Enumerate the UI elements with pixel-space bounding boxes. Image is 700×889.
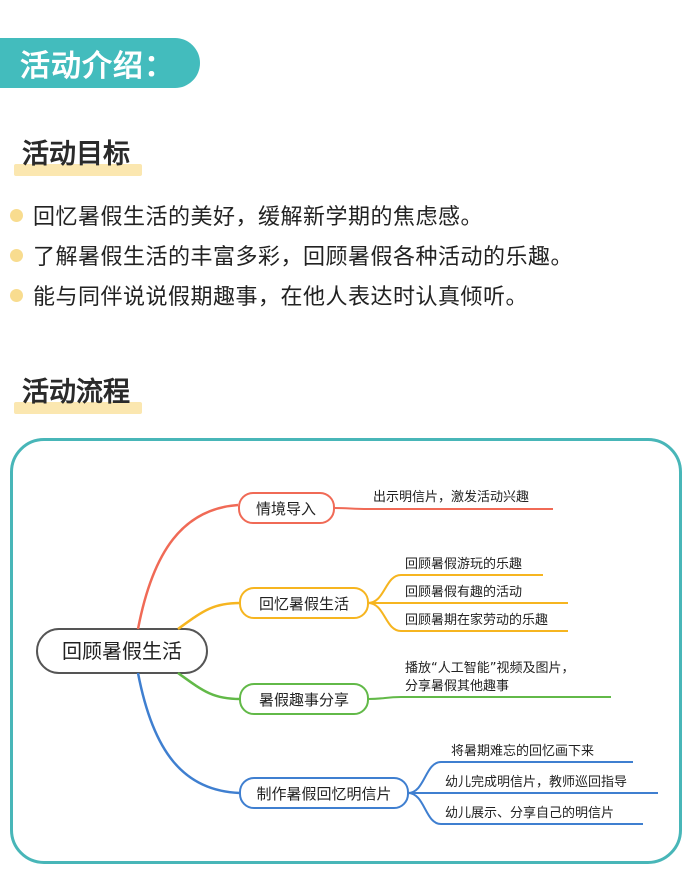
- branch-node-label: 暑假趣事分享: [259, 691, 349, 709]
- leaf-connector: [367, 574, 543, 604]
- root-node-label: 回顾暑假生活: [62, 639, 182, 663]
- bullet-dot-icon: [10, 208, 23, 222]
- flow-heading: 活动流程: [14, 376, 142, 414]
- mindmap-diagram: 回顾暑假生活 情境导入 出示明信片，激发活动兴趣 回忆暑假生活 回顾暑假游玩的乐…: [36, 489, 658, 825]
- goals-heading: 活动目标: [14, 138, 142, 176]
- leaf-label: 回顾暑期在家劳动的乐趣: [405, 612, 548, 628]
- leaf-label: 出示明信片，激发活动兴趣: [373, 489, 529, 505]
- goal-item: 了解暑假生活的丰富多彩，回顾暑假各种活动的乐趣。: [10, 235, 573, 275]
- branch-connector: [177, 671, 241, 701]
- branch-connector: [136, 503, 239, 630]
- leaf-label: 分享暑假其他趣事: [405, 678, 509, 694]
- leaf-label: 回顾暑假有趣的活动: [405, 584, 522, 600]
- leaf-label: 播放“人工智能”视频及图片，: [405, 661, 574, 676]
- branch-connector: [136, 672, 241, 795]
- goal-item: 能与同伴说说假期趣事，在他人表达时认真倾听。: [10, 275, 573, 315]
- goals-list: 回忆暑假生活的美好，缓解新学期的焦虑感。 了解暑假生活的丰富多彩，回顾暑假各种活…: [10, 195, 573, 315]
- leaf-label: 幼儿展示、分享自己的明信片: [445, 805, 614, 821]
- goal-text: 能与同伴说说假期趣事，在他人表达时认真倾听。: [33, 285, 529, 310]
- bullet-dot-icon: [10, 288, 23, 302]
- leaf-connector: [367, 602, 568, 632]
- goal-text: 回忆暑假生活的美好，缓解新学期的焦虑感。: [33, 205, 484, 230]
- branch-node-label: 制作暑假回忆明信片: [256, 785, 391, 803]
- goal-text: 了解暑假生活的丰富多彩，回顾暑假各种活动的乐趣。: [33, 245, 574, 270]
- leaf-connector: [367, 696, 611, 700]
- section-banner: 活动介绍：: [0, 38, 200, 88]
- mindmap-panel: 回顾暑假生活 情境导入 出示明信片，激发活动兴趣 回忆暑假生活 回顾暑假游玩的乐…: [10, 438, 682, 864]
- leaf-connector: [407, 792, 643, 825]
- goal-item: 回忆暑假生活的美好，缓解新学期的焦虑感。: [10, 195, 573, 235]
- banner-label: 活动介绍：: [20, 49, 175, 84]
- root-node: [36, 628, 208, 674]
- leaf-label: 将暑期难忘的回忆画下来: [451, 743, 594, 759]
- branch-node-label: 回忆暑假生活: [259, 595, 349, 613]
- bullet-dot-icon: [10, 248, 23, 262]
- leaf-connector: [407, 761, 633, 794]
- leaf-label: 幼儿完成明信片，教师巡回指导: [445, 774, 627, 790]
- branch-node-label: 情境导入: [256, 500, 316, 518]
- branch-connector: [177, 601, 241, 631]
- leaf-label: 回顾暑假游玩的乐趣: [405, 556, 522, 572]
- leaf-connector: [333, 507, 553, 510]
